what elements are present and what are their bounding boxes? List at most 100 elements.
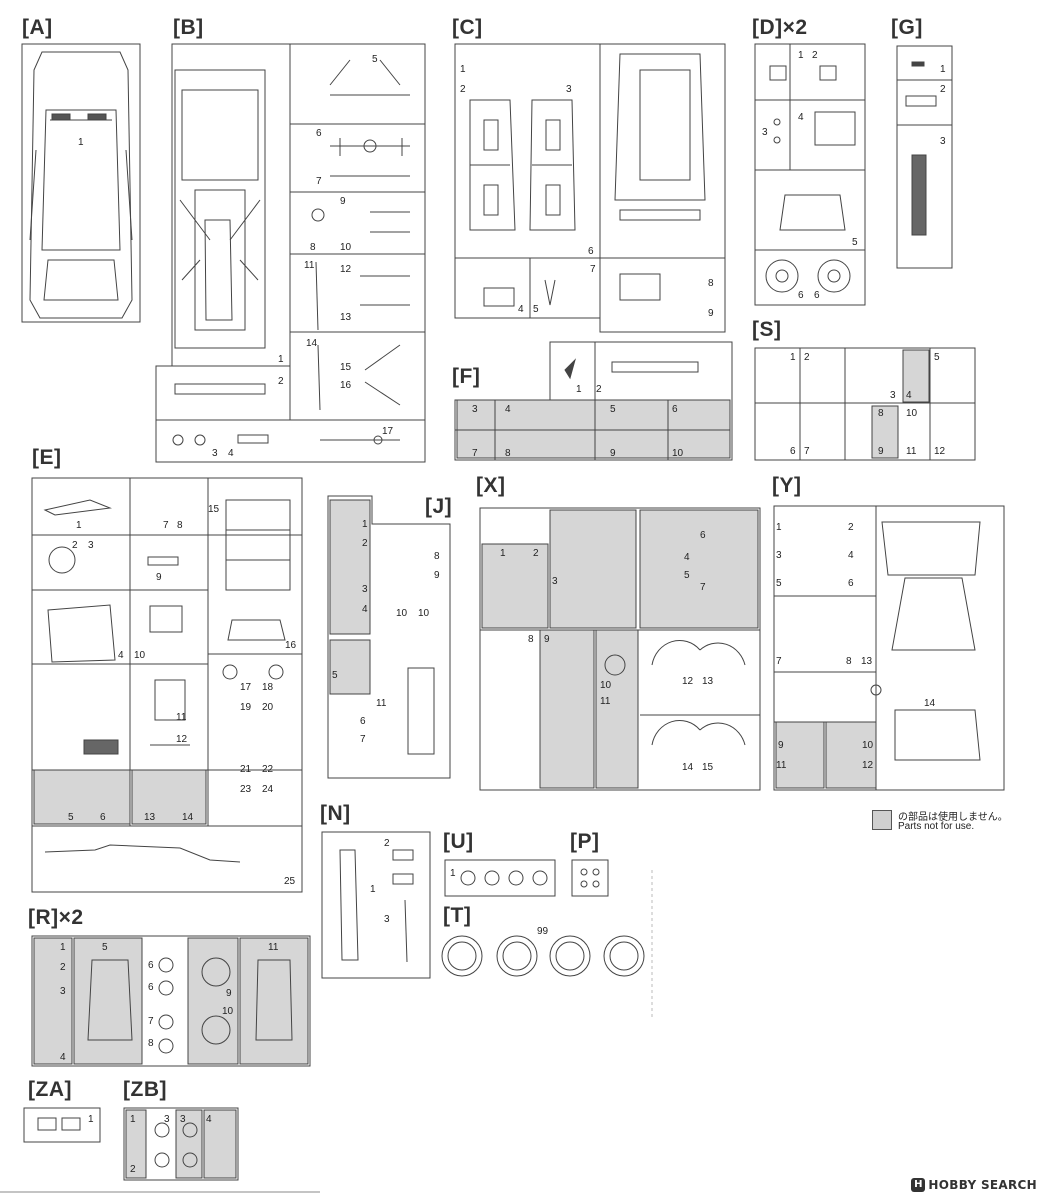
svg-text:7: 7 [148,1016,154,1027]
svg-text:1: 1 [460,64,466,75]
svg-text:3: 3 [472,404,478,415]
svg-text:17: 17 [382,426,394,437]
svg-text:10: 10 [418,608,430,619]
svg-text:6: 6 [148,960,154,971]
svg-text:20: 20 [262,702,274,713]
sprue-label-t: [T] [443,904,472,927]
svg-text:9: 9 [610,448,616,459]
svg-text:6: 6 [700,530,706,541]
svg-text:4: 4 [906,390,912,401]
sprue-label-u: [U] [443,830,474,853]
svg-text:2: 2 [72,540,78,551]
svg-text:3: 3 [60,986,66,997]
svg-text:11: 11 [268,942,279,953]
svg-text:6: 6 [790,446,796,457]
svg-text:8: 8 [708,278,714,289]
sprue-s: 1 2 3 4 5 6 7 8 9 10 11 12 [754,347,976,461]
sprue-f: 1 2 3 4 5 6 7 8 9 10 [454,341,733,461]
svg-text:8: 8 [434,551,440,562]
svg-text:4: 4 [60,1052,66,1063]
svg-text:11: 11 [776,760,787,771]
svg-text:4: 4 [362,604,368,615]
svg-text:4: 4 [206,1114,212,1125]
svg-text:14: 14 [182,812,194,823]
svg-text:3: 3 [762,127,768,138]
svg-text:16: 16 [285,640,297,651]
sprue-p [571,859,609,897]
svg-text:12: 12 [934,446,946,457]
svg-text:3: 3 [212,448,218,459]
svg-text:11: 11 [600,696,611,707]
svg-text:9: 9 [544,634,550,645]
svg-text:7: 7 [804,446,810,457]
svg-text:5: 5 [372,54,378,65]
sprue-x: 1 2 3 4 5 6 7 8 9 10 11 12 13 14 15 [479,507,761,791]
svg-text:9: 9 [778,740,784,751]
svg-text:3: 3 [940,136,946,147]
svg-text:6: 6 [148,982,154,993]
svg-text:17: 17 [240,682,252,693]
svg-text:2: 2 [384,838,390,849]
svg-text:2: 2 [804,352,810,363]
svg-text:11: 11 [176,712,187,723]
svg-text:9: 9 [878,446,884,457]
svg-text:13: 13 [144,812,156,823]
svg-text:2: 2 [278,376,284,387]
sprue-d: 1 2 3 4 5 6 6 [754,43,866,306]
svg-text:8: 8 [505,448,511,459]
sprue-label-s: [S] [752,318,782,341]
sprue-label-zb: [ZB] [123,1078,167,1101]
sprue-label-g: [G] [891,16,923,39]
sprue-n: 2 1 3 [321,831,431,979]
legend-text-en: Parts not for use. [898,821,975,832]
svg-text:15: 15 [340,362,352,373]
svg-text:14: 14 [924,698,936,709]
svg-text:22: 22 [262,764,274,775]
svg-text:1: 1 [88,1114,94,1125]
svg-text:1: 1 [78,137,84,148]
svg-text:10: 10 [672,448,684,459]
svg-text:18: 18 [262,682,274,693]
svg-text:10: 10 [862,740,874,751]
sprue-r: 1 2 3 4 5 6 6 7 8 9 10 11 [31,935,311,1067]
svg-text:3: 3 [890,390,896,401]
svg-text:5: 5 [68,812,74,823]
svg-text:7: 7 [700,582,706,593]
svg-text:3: 3 [776,550,782,561]
sprue-b: 1 2 3 4 5 6 7 8 9 10 11 12 13 14 15 16 1… [155,43,426,463]
svg-text:6: 6 [316,128,322,139]
svg-text:3: 3 [88,540,94,551]
sprue-y: 1 2 3 4 5 6 7 8 13 14 9 10 11 12 [773,505,1005,791]
svg-text:8: 8 [846,656,852,667]
svg-text:1: 1 [278,354,284,365]
sprue-t [441,935,645,977]
svg-text:12: 12 [862,760,874,771]
svg-text:11: 11 [376,698,387,709]
unused-parts-legend: の部品は使用しません。 Parts not for use. [872,808,1037,838]
sprue-zb: 1 2 3 3 4 [123,1107,239,1181]
svg-text:1: 1 [576,384,582,395]
svg-text:7: 7 [472,448,478,459]
svg-text:6: 6 [100,812,106,823]
svg-text:2: 2 [596,384,602,395]
svg-text:5: 5 [533,304,539,315]
svg-text:3: 3 [384,914,390,925]
sprue-label-za: [ZA] [28,1078,72,1101]
svg-text:1: 1 [60,942,66,953]
sprue-label-n: [N] [320,802,351,825]
svg-text:13: 13 [340,312,352,323]
sprue-u: 1 [444,859,556,897]
svg-text:16: 16 [340,380,352,391]
svg-text:1: 1 [450,868,456,879]
svg-text:1: 1 [130,1114,136,1125]
svg-text:2: 2 [533,548,539,559]
sprue-label-y: [Y] [772,474,802,497]
svg-text:1: 1 [500,548,506,559]
svg-text:2: 2 [940,84,946,95]
sprue-c: 1 2 3 6 4 5 7 8 9 [454,43,726,333]
svg-text:9: 9 [434,570,440,581]
svg-text:12: 12 [340,264,352,275]
svg-text:8: 8 [177,520,183,531]
svg-text:9: 9 [226,988,232,999]
